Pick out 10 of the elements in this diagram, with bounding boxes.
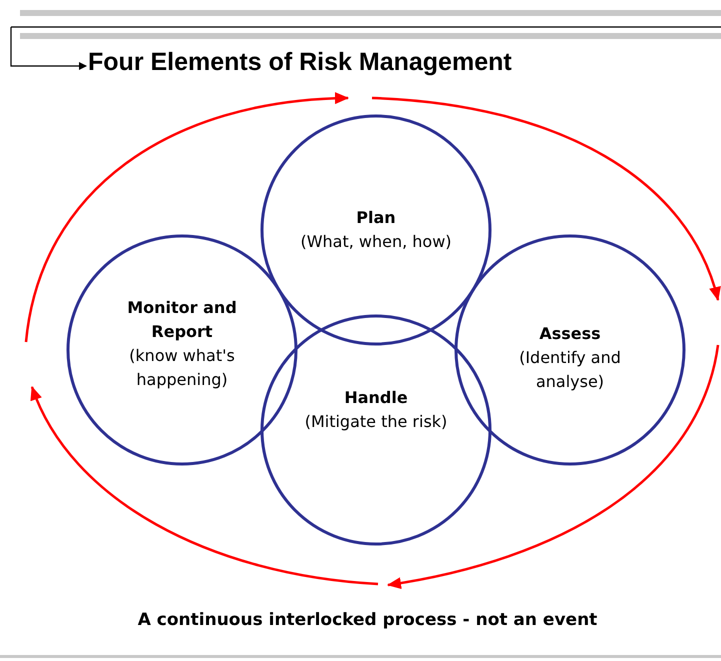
circle-description: (know what's happening) — [128, 345, 236, 391]
circle-description: (What, when, how) — [300, 231, 452, 253]
circle-heading: Assess — [539, 323, 601, 345]
circle-heading: Plan — [356, 207, 396, 229]
circle-heading: Handle — [344, 387, 408, 409]
caption: A continuous interlocked process - not an event — [136, 609, 598, 632]
circle-heading: Monitor and Report — [126, 297, 238, 343]
circle-description: (Mitigate the risk) — [304, 411, 448, 433]
title: Four Elements of Risk Management — [88, 47, 512, 78]
circle-description: (Identify and analyse) — [518, 347, 622, 393]
